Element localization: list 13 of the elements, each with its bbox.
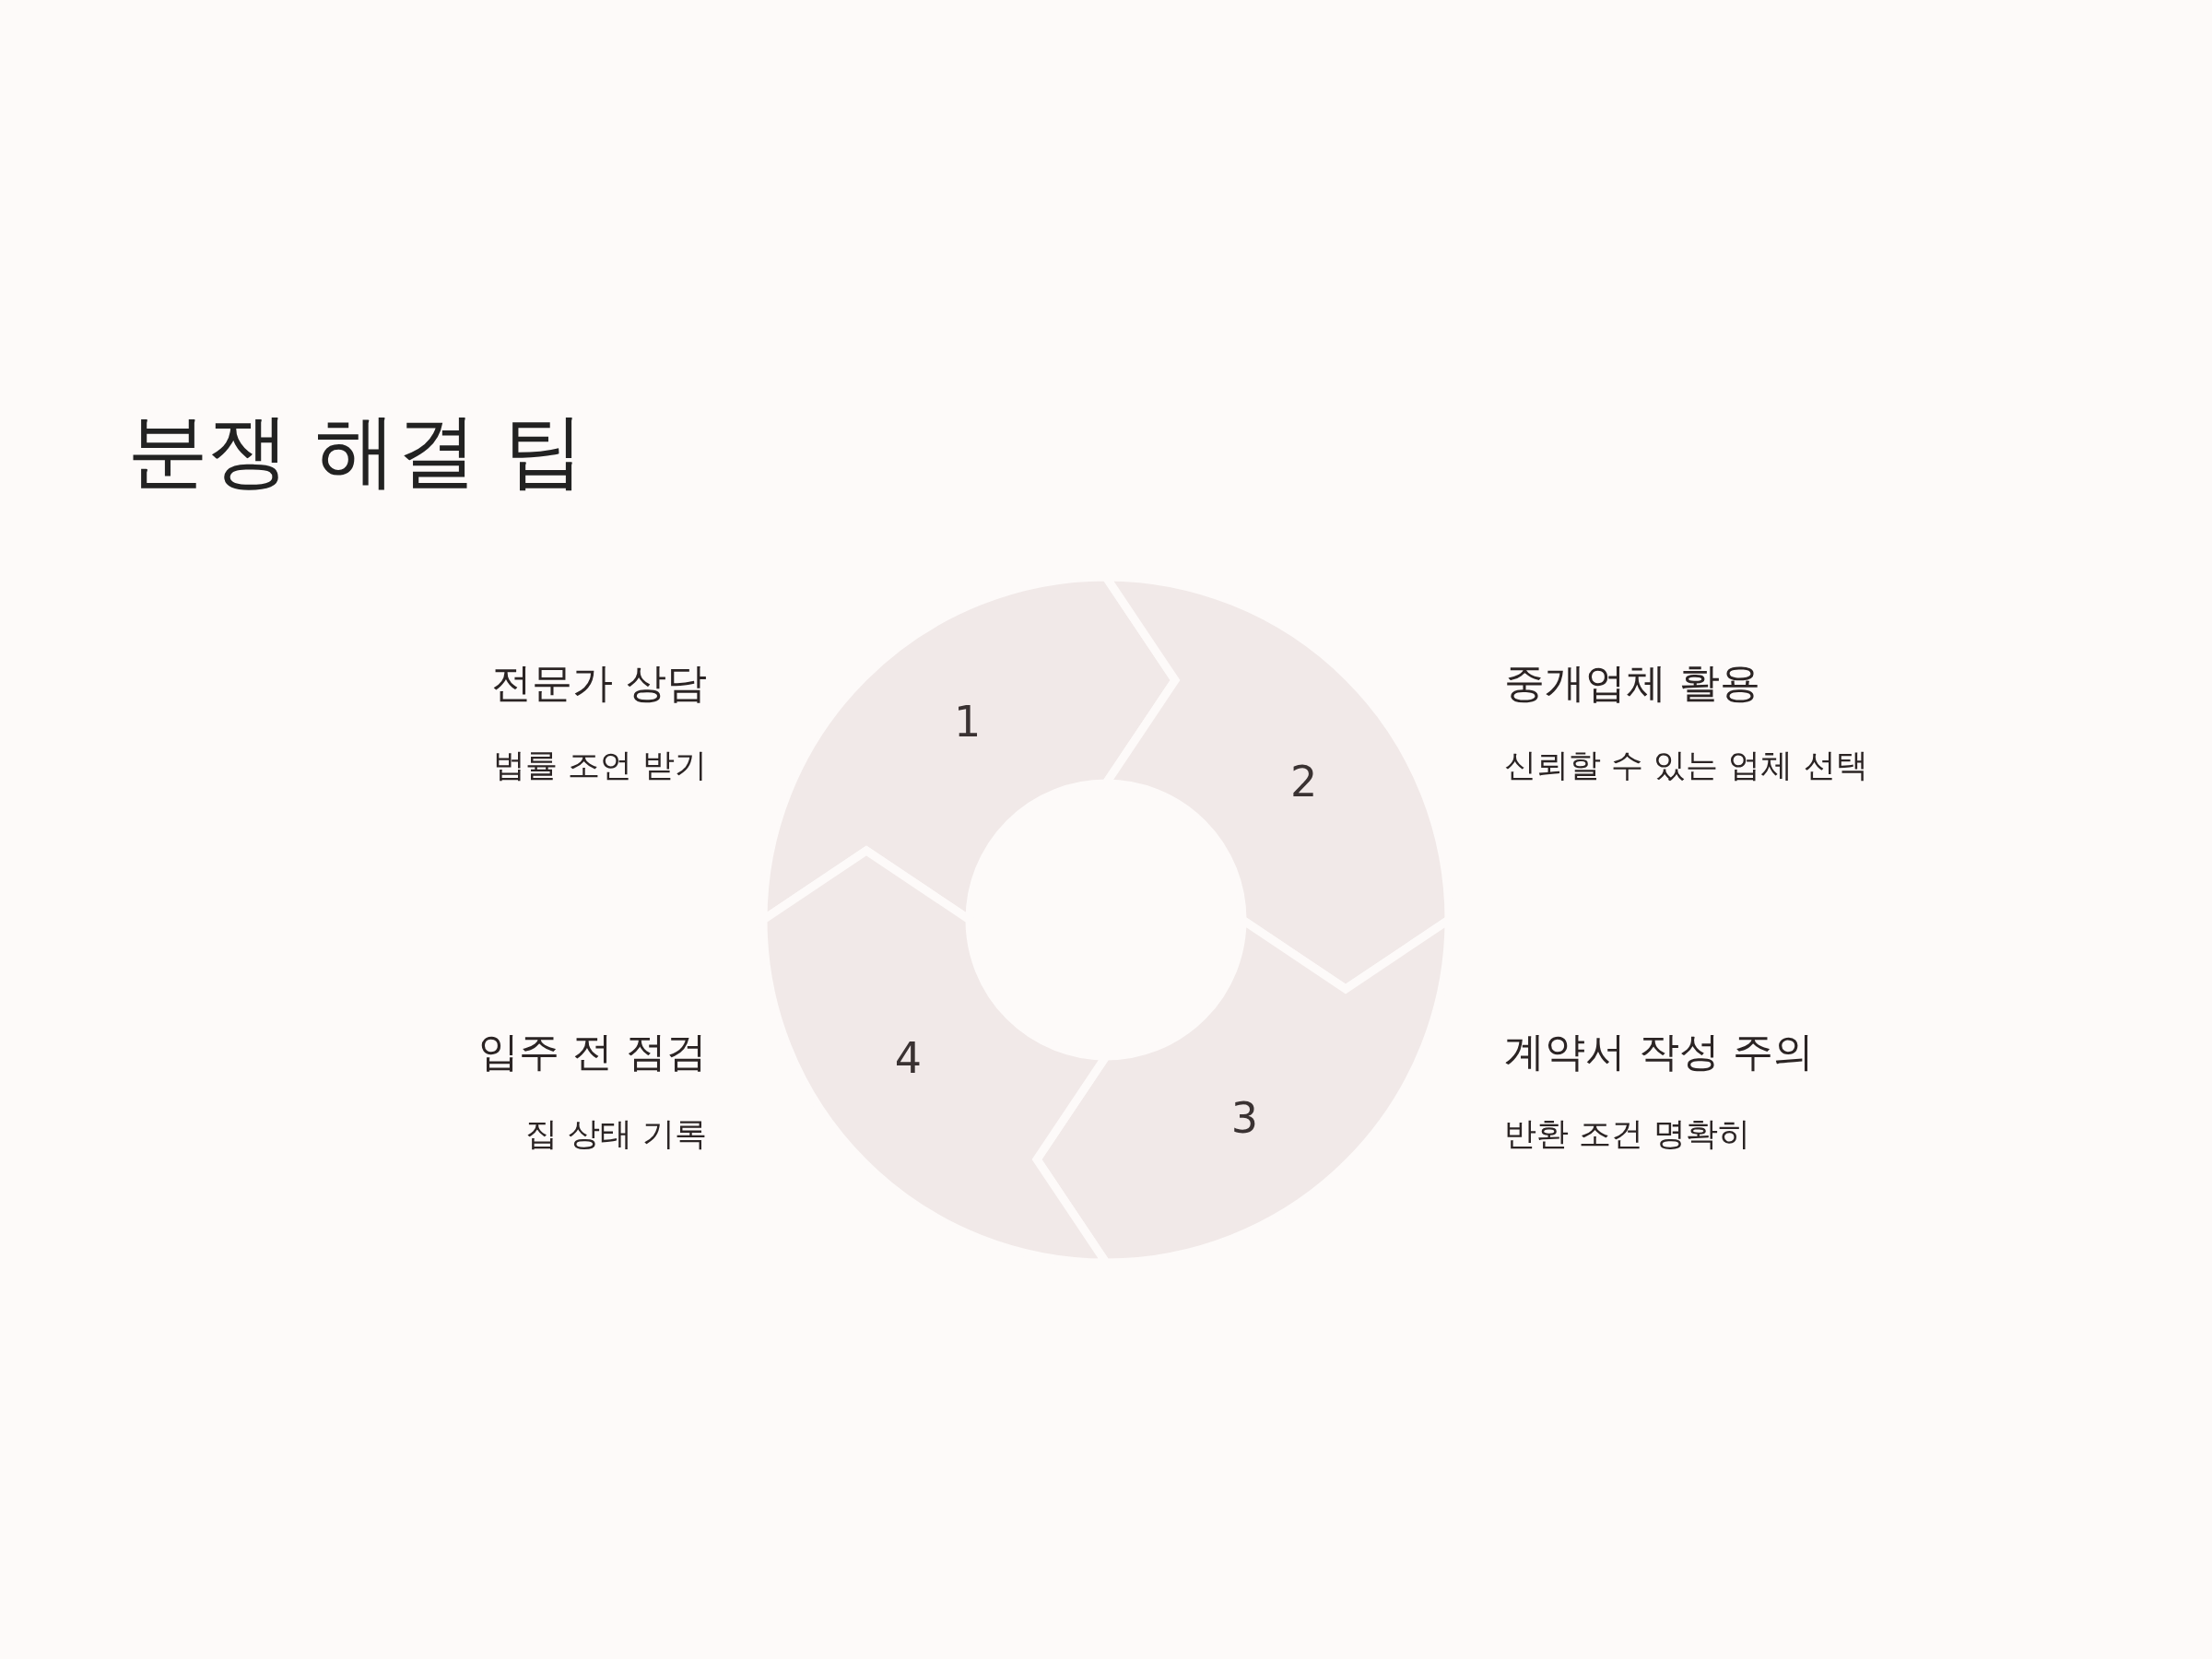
step-description: 집 상태 기록 <box>524 1114 707 1154</box>
step-number: 4 <box>894 1033 922 1084</box>
step-heading: 전문가 상담 <box>491 658 707 708</box>
step-description: 반환 조건 명확히 <box>1504 1114 1751 1154</box>
step-heading: 중개업체 활용 <box>1504 658 1760 708</box>
step-heading: 입주 전 점검 <box>478 1027 707 1077</box>
step-description: 신뢰할 수 있는 업체 선택 <box>1504 746 1868 785</box>
step-heading: 계약서 작성 주의 <box>1504 1027 1814 1077</box>
step-number: 3 <box>1230 1092 1258 1143</box>
step-number: 2 <box>1289 756 1318 806</box>
title: 분쟁 해결 팁 <box>127 402 584 500</box>
step-description: 법률 조언 받기 <box>492 746 707 785</box>
step-number: 1 <box>954 697 982 747</box>
